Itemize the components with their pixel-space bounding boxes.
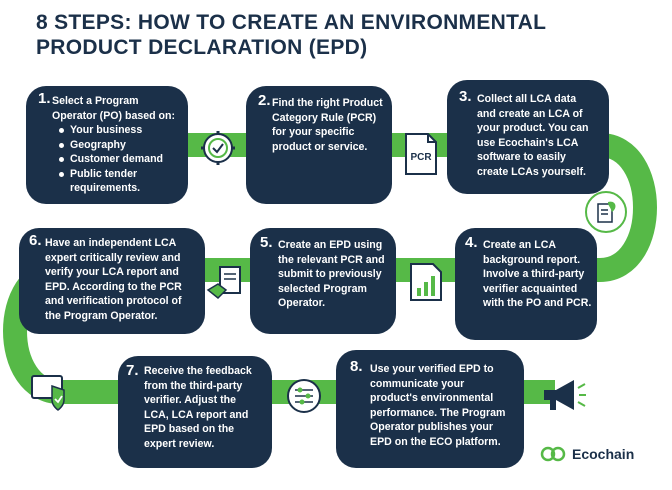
step-number: 2. — [258, 92, 271, 109]
list-item: Geography — [59, 138, 188, 153]
text-line: verifier acquainted — [483, 282, 578, 295]
step-text: Receive the feedback from the third-part… — [144, 364, 272, 451]
text-line: communicate your — [370, 377, 465, 390]
text-line: product or service. — [272, 140, 368, 153]
text-line: performance. The Program — [370, 406, 506, 419]
step-6-card: 6. Have an independent LCA expert critic… — [19, 228, 205, 334]
text-line: the Program Operator. — [45, 309, 158, 322]
adjust-sliders-icon — [287, 379, 321, 413]
text-line: Operator. — [278, 297, 326, 309]
text-line: Use your verified EPD to — [370, 363, 494, 375]
text-line: your product. You can — [477, 122, 589, 134]
ecochain-logo-icon — [540, 446, 566, 462]
list-item: Customer demand — [59, 152, 188, 167]
pcr-label: PCR — [410, 152, 432, 163]
text-line: selected Program — [278, 282, 367, 295]
text-line: software to easily — [477, 151, 566, 163]
step-7-card: 7. Receive the feedback from the third-p… — [118, 356, 272, 468]
text-line: with the PO and PCR. — [483, 297, 592, 309]
text-line: requirements. — [70, 182, 141, 194]
text-line: Select a Program — [52, 95, 139, 107]
text-line: use Ecochain's LCA — [477, 136, 579, 149]
text-line: EPD based on the — [144, 423, 235, 435]
page-title: 8 STEPS: HOW TO CREATE AN ENVIRONMENTAL … — [36, 10, 556, 60]
text-line: Have an independent LCA — [45, 237, 177, 249]
step-1-card: 1. Select a Program Operator (PO) based … — [26, 86, 188, 204]
step-number: 7. — [126, 362, 139, 379]
document-review-icon — [206, 266, 241, 300]
step-5-card: 5. Create an EPD using the relevant PCR … — [250, 228, 396, 334]
text-line: Involve a third-party — [483, 268, 585, 280]
step-text: Collect all LCA data and create an LCA o… — [477, 92, 607, 179]
megaphone-icon — [544, 380, 586, 410]
text-line: LCA, LCA report and — [144, 408, 249, 421]
pcr-document-icon: PCR — [405, 133, 437, 175]
text-line: Operator (PO) based on: — [52, 109, 176, 122]
text-line: EPD on the ECO platform. — [370, 435, 501, 448]
text-line: EPD. According to the PCR — [45, 280, 182, 293]
step-8-card: 8. Use your verified EPD to communicate … — [336, 350, 524, 468]
step-text: Create an EPD using the relevant PCR and… — [278, 238, 396, 311]
step-number: 3. — [459, 88, 472, 105]
text-line: expert review. — [144, 437, 215, 450]
title-line-2: PRODUCT DECLARATION (EPD) — [36, 36, 368, 59]
step-text: Select a Program Operator (PO) based on:… — [52, 94, 188, 196]
list-item: Public tender — [59, 167, 188, 182]
step-number: 8. — [350, 358, 363, 375]
leaf-document-icon — [597, 201, 616, 223]
step-text: Find the right Product Category Rule (PC… — [272, 96, 390, 154]
step-text: Have an independent LCA expert criticall… — [45, 236, 205, 323]
text-line: from the third-party — [144, 379, 243, 392]
shield-check-icon — [31, 375, 65, 411]
text-line: Create an LCA — [483, 239, 556, 251]
text-line: submit to previously — [278, 268, 382, 280]
brand-name: Ecochain — [572, 446, 635, 462]
text-line: for your specific — [272, 126, 355, 138]
step-4-card: 4. Create an LCA background report. Invo… — [455, 228, 597, 340]
step-text: Create an LCA background report. Involve… — [483, 238, 597, 311]
text-line: Operator publishes your — [370, 421, 494, 433]
list-item: Your business — [59, 123, 188, 138]
step-number: 4. — [465, 234, 478, 251]
text-line: verify your LCA report and — [45, 266, 179, 278]
report-chart-icon — [410, 263, 442, 301]
text-line: Receive the feedback — [144, 365, 252, 377]
text-line: product's environmental — [370, 392, 494, 404]
text-line: verifier. Adjust the — [144, 394, 237, 406]
text-line: and verification protocol of — [45, 295, 182, 307]
gear-check-icon — [201, 131, 235, 165]
text-line: Category Rule (PCR) — [272, 111, 377, 124]
step-number: 5. — [260, 234, 273, 251]
text-line: the relevant PCR and — [278, 253, 385, 266]
step-number: 6. — [29, 232, 42, 249]
text-line: and create an LCA of — [477, 107, 583, 120]
text-line: background report. — [483, 253, 581, 266]
text-line: expert critically review and — [45, 251, 181, 264]
text-line: Create an EPD using — [278, 239, 383, 251]
step-text: Use your verified EPD to communicate you… — [370, 362, 522, 449]
text-line: create LCAs yourself. — [477, 165, 586, 178]
criteria-list: Your business Geography Customer demand … — [52, 123, 188, 181]
step-number: 1. — [38, 90, 51, 107]
step-3-card: 3. Collect all LCA data and create an LC… — [447, 80, 609, 194]
text-line: Find the right Product — [272, 97, 383, 109]
title-line-1: 8 STEPS: HOW TO CREATE AN ENVIRONMENTAL — [36, 11, 547, 34]
text-line: Collect all LCA data — [477, 93, 577, 105]
brand-logo: Ecochain — [540, 446, 634, 462]
step-2-card: 2. Find the right Product Category Rule … — [246, 86, 392, 204]
